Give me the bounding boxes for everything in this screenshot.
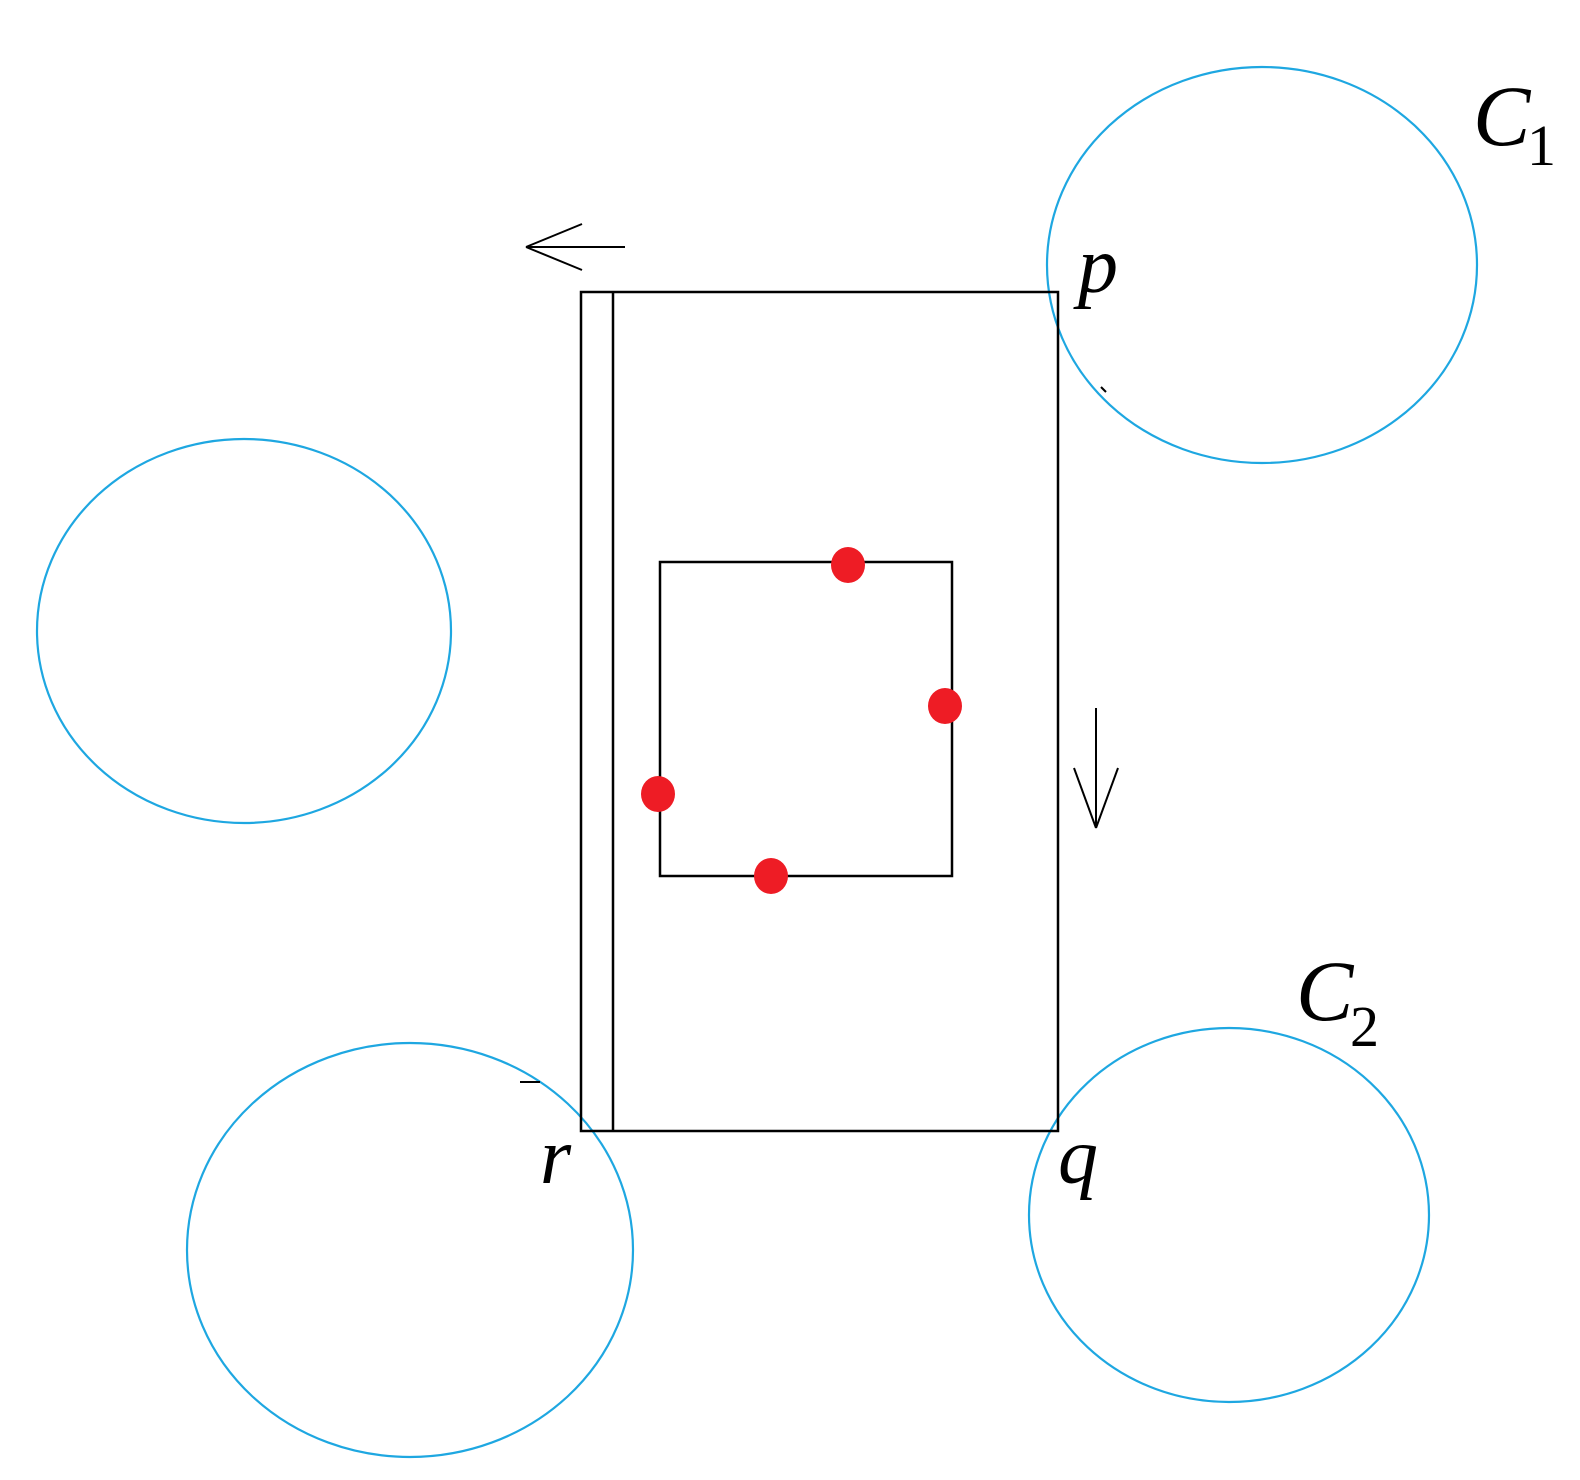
label-q: q	[1058, 1113, 1098, 1201]
label-c2-subscript: 2	[1350, 994, 1379, 1059]
red-dot-left	[641, 776, 675, 812]
circle-bottom-left	[185, 1041, 635, 1459]
label-c2: C	[1296, 943, 1355, 1039]
down-arrow-icon	[1073, 708, 1119, 829]
left-arrow-icon	[525, 223, 625, 271]
label-c1-subscript: 1	[1527, 113, 1556, 178]
circle-left	[35, 437, 453, 825]
label-c1: C	[1473, 68, 1532, 164]
label-p: p	[1073, 222, 1118, 310]
red-dot-right	[928, 688, 962, 724]
tick-mark	[1100, 386, 1107, 393]
red-dot-top	[831, 547, 865, 583]
circle-c2	[1027, 1026, 1431, 1404]
circle-c1	[1045, 65, 1479, 465]
inner-square	[658, 560, 954, 878]
outer-rectangle	[579, 290, 1060, 1133]
label-r: r	[540, 1113, 572, 1201]
red-dot-bottom	[754, 858, 788, 894]
